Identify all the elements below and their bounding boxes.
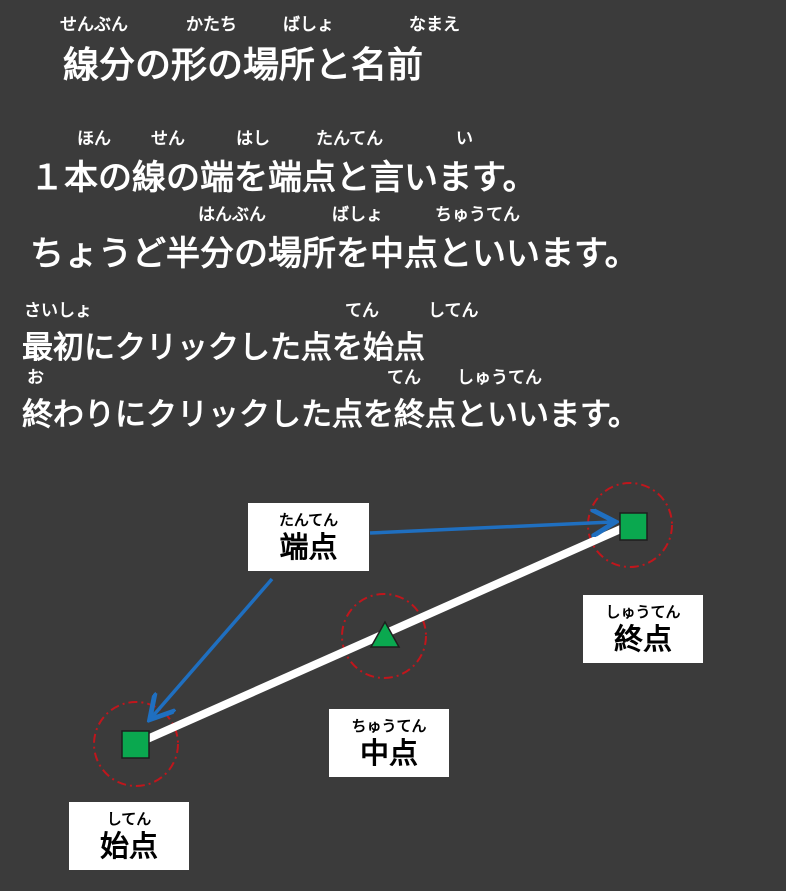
end-circle (587, 482, 673, 568)
ruby-hashi: はし (236, 129, 270, 149)
green-square-icon (121, 730, 150, 759)
ruby-shiten: してん (428, 301, 479, 321)
title-ruby-senbun: せんぶん (60, 15, 128, 35)
arrow-to-start (152, 577, 274, 717)
sentence-end: お てん しゅうてん 終わりにクリックした点を終点といいます。 (22, 368, 639, 434)
sentence-midpoint: はんぶん ばしょ ちゅうてん ちょうど半分の場所を中点といいます。 (30, 205, 639, 275)
mid-circle (341, 593, 427, 679)
label-terminal-text: 終点 (613, 622, 672, 656)
right-edge-strip (786, 0, 800, 891)
start-circle (93, 701, 179, 787)
sentence-endpoint-text: １本の線の端を端点と言います。 (30, 158, 537, 198)
sentence-start-text: 最初にクリックした点を始点 (22, 330, 425, 366)
sentence-start: さいしょ てん してん 最初にクリックした点を始点 (22, 301, 479, 367)
label-start: してん 始点 (69, 802, 189, 870)
ruby-shuuten: しゅうてん (457, 368, 542, 388)
label-endpoint: たんてん 端点 (248, 503, 369, 571)
green-square-icon (619, 512, 648, 541)
label-terminal-ruby: しゅうてん (605, 603, 681, 621)
label-start-text: 始点 (99, 829, 158, 863)
title-ruby-namae: なまえ (409, 15, 460, 35)
ruby-ten: てん (345, 301, 379, 321)
ruby-i: い (456, 129, 473, 149)
sentence-midpoint-text: ちょうど半分の場所を中点といいます。 (30, 234, 639, 274)
ruby-hanbun: はんぶん (198, 205, 266, 225)
ruby-o: お (27, 368, 44, 388)
label-midpoint: ちゅうてん 中点 (329, 709, 449, 777)
ruby-ten-2: てん (387, 368, 421, 388)
ruby-tanten: たんてん (316, 129, 384, 149)
ruby-chuuten: ちゅうてん (435, 205, 520, 225)
ruby-hon: ほん (77, 129, 111, 149)
label-midpoint-ruby: ちゅうてん (351, 717, 427, 735)
label-terminal: しゅうてん 終点 (583, 595, 703, 663)
title-text: 線分の形の場所と名前 (63, 45, 424, 86)
label-endpoint-ruby: たんてん (278, 511, 339, 529)
ruby-sen: せん (151, 129, 185, 149)
ruby-basho: ばしょ (332, 205, 383, 225)
sentence-endpoint: ほん せん はし たんてん い １本の線の端を端点と言います。 (30, 129, 537, 199)
title-ruby-basho: ばしょ (283, 15, 334, 35)
arrow-to-end (369, 522, 612, 533)
label-start-ruby: してん (106, 810, 152, 828)
page-title: せんぶん かたち ばしょ なまえ 線分の形の場所と名前 (60, 15, 460, 88)
label-endpoint-text: 端点 (279, 530, 338, 564)
label-midpoint-text: 中点 (359, 736, 418, 770)
title-ruby-katachi: かたち (186, 15, 237, 35)
green-triangle-icon (369, 620, 401, 648)
ruby-saisho: さいしょ (24, 301, 92, 321)
sentence-end-text: 終わりにクリックした点を終点といいます。 (22, 397, 639, 433)
